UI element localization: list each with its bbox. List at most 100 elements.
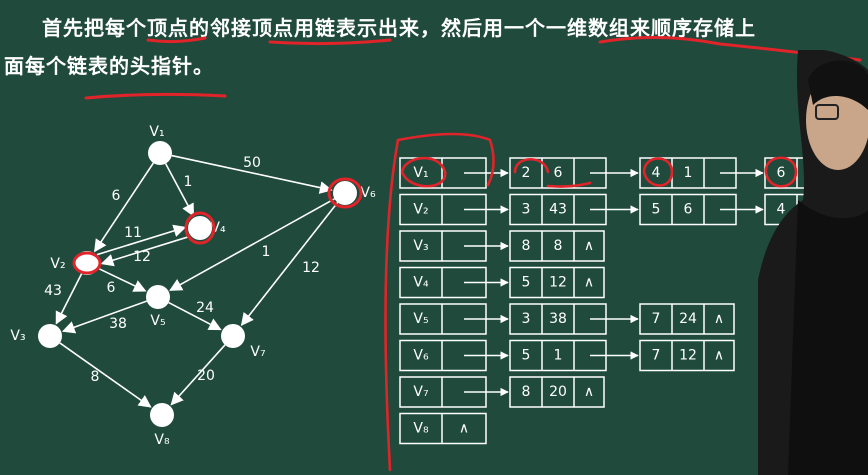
graph-node-v8 — [150, 403, 174, 427]
graph-node-label-v1: V₁ — [149, 124, 164, 140]
graph-node-label-v8: V₈ — [154, 432, 170, 448]
list-node-weight-1-2: 1 — [684, 165, 693, 181]
edge-weight-v2-v4: 11 — [124, 225, 142, 241]
edge-v1-v6 — [171, 154, 333, 194]
list-node-weight-6-1: 1 — [554, 348, 563, 364]
list-node-vertex-5-1: 3 — [522, 311, 531, 327]
list-node-null-4-1: ∧ — [584, 275, 594, 291]
list-node-weight-7-1: 20 — [549, 384, 567, 400]
list-node-vertex-7-1: 8 — [522, 384, 531, 400]
list-node-null-5-2: ∧ — [714, 311, 724, 327]
edge-v4-v2 — [100, 235, 191, 267]
caption-line-2: 面每个链表的头指针。 — [4, 54, 214, 78]
graph-node-v6 — [333, 181, 357, 205]
highlight-circle-v2 — [72, 251, 102, 275]
list-node-weight-5-2: 24 — [679, 311, 697, 327]
head-label-3: V₃ — [413, 238, 428, 254]
list-node-weight-2-2: 6 — [684, 202, 693, 218]
list-highlight-mark-4 — [764, 156, 798, 188]
edge-weight-v1-v6: 50 — [243, 155, 261, 171]
head-label-5: V₅ — [413, 311, 428, 327]
head-label-1: V₁ — [413, 165, 428, 181]
edge-v2-v3 — [55, 273, 83, 325]
head-label-2: V₂ — [413, 202, 428, 218]
graph-node-label-v7: V₇ — [250, 344, 265, 360]
edge-v6-v7 — [240, 201, 339, 326]
head-label-4: V₄ — [413, 275, 429, 291]
list-node-null-3-1: ∧ — [584, 238, 594, 254]
head-label-7: V₇ — [413, 384, 428, 400]
list-node-3-1 — [509, 230, 605, 262]
list-node-weight-3-1: 8 — [554, 238, 563, 254]
edge-v6-v5 — [169, 198, 335, 291]
list-node-null-6-2: ∧ — [714, 348, 724, 364]
list-node-null-7-1: ∧ — [584, 384, 594, 400]
edge-weight-v2-v3: 43 — [44, 283, 62, 299]
list-node-vertex-1-1: 2 — [522, 165, 531, 181]
list-node-weight-6-2: 12 — [679, 348, 697, 364]
caption-line-1: 首先把每个顶点的邻接顶点用链表示出来，然后用一个一维数组来顺序存储上 — [42, 16, 756, 40]
graph-node-v1 — [148, 141, 172, 165]
edge-v2-v4 — [96, 224, 187, 256]
graph-node-v4 — [188, 216, 212, 240]
head-null-8: ∧ — [459, 421, 469, 437]
highlight-circle-v4 — [184, 211, 216, 245]
presenter-figure — [758, 50, 868, 475]
graph-node-v5 — [146, 285, 170, 309]
edge-weight-v2-v5: 6 — [107, 280, 116, 296]
edge-v5-v7 — [168, 301, 222, 331]
list-node-weight-1-1: 6 — [554, 165, 563, 181]
list-node-weight-2-1: 43 — [549, 202, 567, 218]
graph-node-label-v3: V₃ — [10, 328, 25, 344]
graph-node-v3 — [38, 324, 62, 348]
edge-v1-v2 — [94, 162, 155, 253]
graph-node-label-v2: V₂ — [50, 256, 65, 272]
underline-mark-2 — [268, 38, 392, 46]
edge-weight-v1-v4: 1 — [184, 174, 193, 190]
graph-node-v2 — [75, 251, 99, 275]
list-node-vertex-2-2: 5 — [652, 202, 661, 218]
edge-v2-v5 — [97, 267, 147, 292]
head-label-6: V₆ — [413, 348, 429, 364]
edge-weight-v5-v7: 24 — [196, 300, 214, 316]
list-node-vertex-4-1: 5 — [522, 275, 531, 291]
list-node-vertex-6-1: 5 — [522, 348, 531, 364]
underline-mark-4 — [84, 92, 227, 100]
list-node-4-1 — [509, 266, 605, 299]
red-underline-marks — [84, 35, 862, 100]
edge-weight-v6-v5: 1 — [262, 244, 271, 260]
list-node-weight-5-1: 38 — [549, 311, 567, 327]
list-node-vertex-1-3: 6 — [777, 165, 786, 181]
edge-weight-v1-v2: 6 — [112, 188, 121, 204]
highlight-circle-v6 — [327, 177, 363, 209]
graph-node-label-v5: V₅ — [150, 313, 165, 329]
list-node-5-2 — [639, 303, 735, 335]
underline-mark-1 — [146, 36, 207, 44]
list-node-vertex-2-1: 3 — [522, 202, 531, 218]
list-highlight-mark-1 — [400, 156, 447, 188]
list-highlight-mark-3 — [642, 157, 674, 187]
edge-weight-v3-v8: 8 — [91, 369, 100, 385]
list-node-vertex-3-1: 8 — [522, 238, 531, 254]
edge-weight-v7-v8: 20 — [197, 368, 215, 384]
list-node-vertex-2-3: 4 — [777, 202, 786, 218]
list-node-6-2 — [639, 339, 735, 372]
edge-weight-v4-v2: 12 — [133, 249, 151, 265]
head-label-8: V₈ — [413, 421, 429, 437]
edge-v1-v4 — [164, 163, 195, 217]
edge-v7-v8 — [170, 344, 226, 406]
edge-v3-v8 — [59, 342, 152, 408]
list-highlight-mark-2 — [513, 158, 592, 188]
graph-node-label-v6: V₆ — [360, 185, 376, 201]
edge-weight-v6-v7: 12 — [302, 260, 320, 276]
list-node-7-1 — [509, 376, 605, 408]
list-node-vertex-6-2: 7 — [652, 348, 661, 364]
list-highlight-mark-5 — [396, 132, 495, 187]
list-node-vertex-5-2: 7 — [652, 311, 661, 327]
list-node-vertex-1-2: 4 — [652, 165, 661, 181]
list-node-weight-4-1: 12 — [549, 275, 567, 291]
head-cell-8 — [399, 412, 487, 445]
